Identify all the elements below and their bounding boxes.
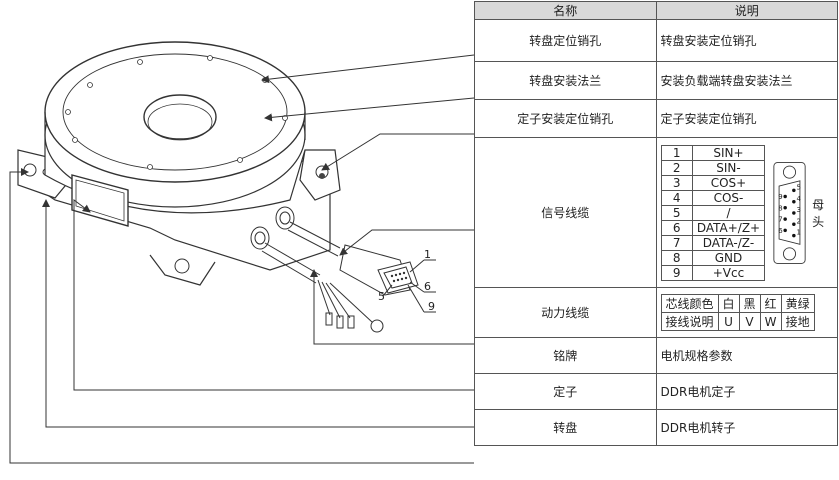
col-header-desc: 说明: [655, 1, 838, 20]
callout-6: 6: [424, 280, 431, 293]
row-desc: DDR电机转子: [655, 409, 838, 446]
pin-label: 7: [778, 215, 782, 223]
table-row: 铭牌 电机规格参数: [474, 337, 838, 374]
row-desc: 电机规格参数: [655, 337, 838, 374]
cable-glands: [250, 206, 295, 250]
row-name: 铭牌: [474, 337, 657, 374]
pin-label: 8: [778, 204, 782, 212]
row-name: 定子: [474, 373, 657, 410]
connector-type-label: 母头: [812, 197, 825, 229]
pin-label: 4: [797, 194, 802, 202]
row-name: 定子安装定位销孔: [474, 99, 657, 138]
pin-label: 6: [778, 226, 782, 234]
db9-connector: [339, 244, 419, 296]
pin-label: 3: [797, 206, 801, 214]
table-row: 转盘定位销孔 转盘安装定位销孔: [474, 19, 838, 62]
rotor-center-hole: [143, 94, 217, 140]
row-desc: DDR电机定子: [655, 373, 838, 410]
leader-lines: [9, 54, 474, 464]
table-row: 转盘 DDR电机转子: [474, 409, 838, 446]
table-row: 定子 DDR电机定子: [474, 373, 838, 410]
pin-label: 9: [778, 193, 782, 201]
col-header-name: 名称: [474, 1, 657, 20]
nameplate: [71, 174, 129, 227]
callout-1: 1: [424, 248, 431, 261]
db9-female-face: 5 9 4 8 3 7 2 6 1: [773, 161, 806, 264]
signal-cable: [287, 221, 341, 257]
table-row: 定子安装定位销孔 定子安装定位销孔: [474, 99, 838, 138]
row-name: 转盘: [474, 409, 657, 446]
pin-label: 1: [797, 228, 801, 236]
row-desc: 转盘安装定位销孔: [655, 19, 838, 62]
table-row: 转盘安装法兰 安装负载端转盘安装法兰: [474, 61, 838, 100]
row-name: 转盘安装法兰: [474, 61, 657, 100]
callout-9: 9: [428, 300, 435, 313]
pin-row: 9+Vcc: [660, 264, 766, 281]
spec-table: 名称 说明 转盘定位销孔 转盘安装定位销孔 转盘安装法兰 安装负载端转盘安装法兰…: [474, 1, 838, 446]
motor-drawing: 1 6 5 9: [9, 41, 474, 464]
row-desc: 定子安装定位销孔: [655, 99, 838, 138]
row-name: 转盘定位销孔: [474, 19, 657, 62]
row-desc: 安装负载端转盘安装法兰: [655, 61, 838, 100]
row-name: 动力线缆: [474, 287, 657, 338]
row-name: 信号线缆: [474, 137, 657, 288]
pin-row: 5/: [660, 204, 766, 221]
pin-label: 2: [797, 217, 801, 225]
pin-label: 5: [797, 183, 801, 191]
stator-pin-hole-left: [23, 163, 37, 177]
callout-5: 5: [378, 290, 385, 303]
power-wires: [317, 279, 384, 333]
